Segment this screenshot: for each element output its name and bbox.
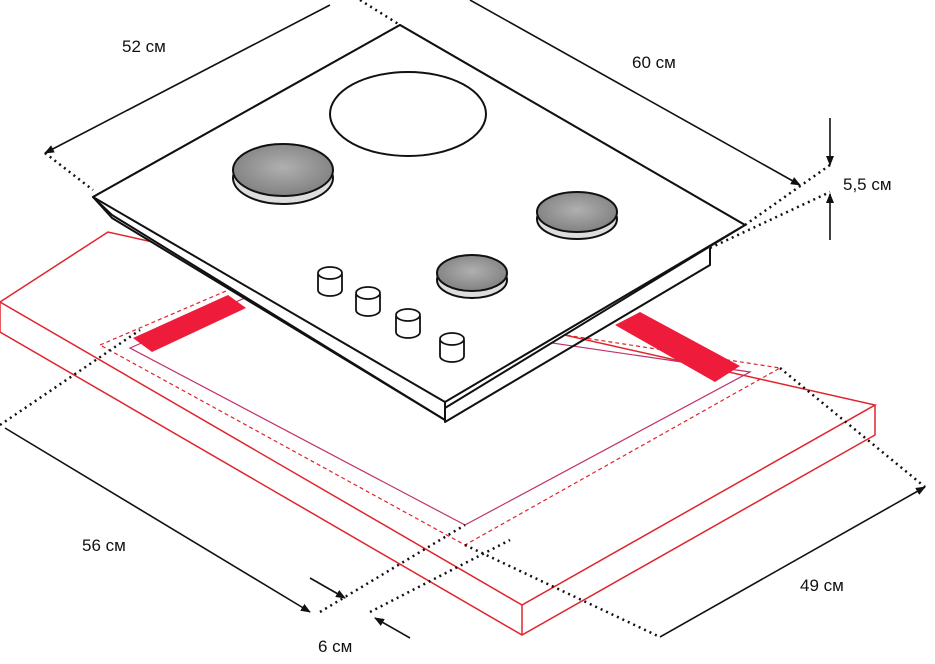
dim-cutout-width-line	[4, 427, 311, 613]
control-knobs	[317, 266, 465, 363]
extension-lines	[0, 0, 926, 639]
right-support-bar	[615, 312, 740, 382]
knob	[317, 266, 343, 297]
knob	[395, 308, 421, 339]
dim-depth-line	[44, 4, 331, 154]
hob	[92, 24, 746, 423]
support-bars	[133, 295, 740, 382]
left-support-bar	[133, 295, 246, 352]
dimension-lines	[4, 0, 926, 639]
label-depth: 52 см	[122, 37, 166, 56]
dim-width-line	[469, 0, 801, 186]
dim-cutout-depth-line	[659, 486, 926, 638]
knob	[355, 286, 381, 317]
knob	[439, 332, 465, 363]
label-cutout-width: 56 см	[82, 536, 126, 555]
induction-zone	[329, 71, 487, 157]
dim-clearance-line	[309, 577, 346, 599]
label-height: 5,5 см	[843, 175, 892, 194]
label-width: 60 см	[632, 53, 676, 72]
label-cutout-depth: 49 см	[800, 576, 844, 595]
label-clearance: 6 см	[318, 637, 352, 656]
